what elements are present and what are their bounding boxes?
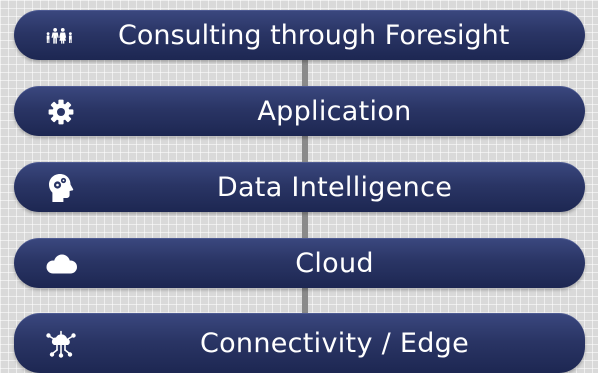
layer-cloud: Cloud <box>14 238 585 288</box>
cloud-network-icon <box>44 329 78 359</box>
head-gears-icon <box>44 173 78 203</box>
connector-line <box>302 136 308 166</box>
layer-data-intelligence: Data Intelligence <box>14 162 585 212</box>
connector-line <box>302 288 308 316</box>
layer-consulting-through-foresight: Consulting through Foresight <box>14 10 585 60</box>
layer-label: Consulting through Foresight <box>118 20 510 51</box>
layer-label: Data Intelligence <box>216 172 453 203</box>
connector-line <box>302 60 308 90</box>
layer-label: Application <box>257 96 412 127</box>
cloud-icon <box>44 249 78 279</box>
family-icon <box>44 21 78 51</box>
layer-application: Application <box>14 86 585 136</box>
gear-icon <box>44 97 78 127</box>
connector-line <box>302 212 308 242</box>
layer-label: Cloud <box>295 248 374 279</box>
layer-connectivity-edge: Connectivity / Edge <box>14 313 585 373</box>
layer-stack-diagram: Consulting through Foresight Applica <box>14 10 585 373</box>
layer-label: Connectivity / Edge <box>199 328 470 359</box>
